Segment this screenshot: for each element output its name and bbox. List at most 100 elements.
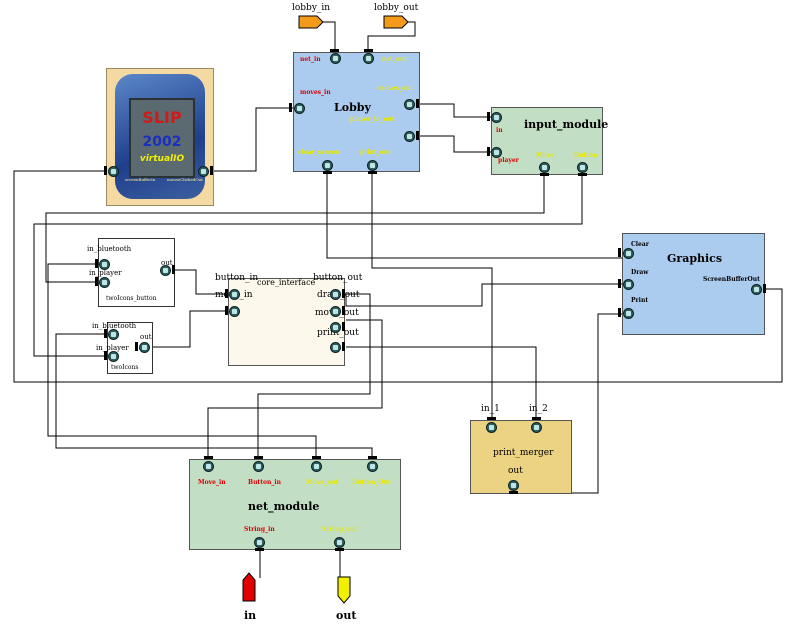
in-label: in (244, 609, 257, 622)
net-move-out-label: Move_out (306, 479, 339, 486)
input-button-label: Button (574, 152, 598, 159)
lobby-print-out-port[interactable] (367, 160, 378, 171)
wire-lobby-to-input (420, 103, 492, 118)
twoicons-title: twoIcons (111, 364, 139, 371)
port-bar (487, 112, 490, 121)
lobby-in-label: lobby_in (292, 3, 331, 13)
core-move-in-port[interactable] (229, 306, 240, 317)
twoicons-button-bluetooth-label: in_bluetooth (87, 245, 132, 253)
print-merger-out-port[interactable] (508, 480, 519, 491)
input-move-port[interactable] (539, 162, 550, 173)
graphics-title: Graphics (667, 252, 723, 265)
core-button-in-label: button_in (215, 273, 259, 283)
net-move-out-port[interactable] (311, 461, 322, 472)
twoicons-button-player-port[interactable] (99, 277, 110, 288)
net-move-in-port[interactable] (203, 461, 214, 472)
lobby-clear-screen-label: clear_screen (298, 149, 340, 156)
core-interface-block[interactable]: core_interface button_in move_in button_… (215, 273, 362, 366)
wire-core-draw-graphics (345, 283, 624, 307)
net-string-in-port[interactable] (254, 537, 265, 548)
net-button-out-port[interactable] (367, 461, 378, 472)
virtualio-brand: SLIP (142, 108, 182, 127)
lobby-net-in-port[interactable] (330, 53, 341, 64)
lobby-player-port[interactable] (404, 131, 415, 142)
port-bar (254, 456, 263, 459)
wire-lobby-print-merger (371, 170, 493, 422)
input-module-title: input_module (524, 118, 609, 131)
twoicons-bluetooth-port[interactable] (108, 329, 119, 340)
port-bar (532, 417, 541, 420)
port-bar (342, 289, 345, 298)
input-player-label: player (498, 157, 519, 164)
twoicons-player-port[interactable] (108, 351, 119, 362)
graphics-print-label: Print (631, 297, 649, 304)
out-terminal-icon[interactable] (337, 576, 351, 604)
twoicons-button-title: twoIcons_button (106, 295, 157, 302)
port-bar (416, 99, 419, 108)
graphics-screenbuffer-port[interactable] (751, 284, 762, 295)
virtualio-in-port[interactable] (108, 166, 119, 177)
wire-net-buttonout-twoicons (55, 333, 373, 459)
virtualio-year: 2002 (142, 134, 182, 150)
twoicons-button-out-port[interactable] (160, 265, 171, 276)
virtualio-name: virtualIO (139, 154, 185, 164)
twoicons-bluetooth-label: in_bluetooth (92, 322, 137, 330)
core-move-out-port[interactable] (330, 322, 341, 333)
twoicons-button-player-label: in_player (89, 269, 122, 277)
port-bar (416, 131, 419, 140)
graphics-print-port[interactable] (623, 308, 634, 319)
print-merger-in1-port[interactable] (486, 422, 497, 433)
net-button-in-port[interactable] (253, 461, 264, 472)
print-merger-in1-label: in_1 (481, 404, 500, 414)
core-button-out-port[interactable] (330, 289, 341, 300)
input-move-label: Move (536, 152, 554, 159)
port-bar (364, 49, 373, 52)
lobby-in-terminal-icon[interactable] (298, 15, 324, 29)
lobby-clear-screen-port[interactable] (322, 160, 333, 171)
port-bar (342, 342, 345, 351)
lobby-moves-in-port[interactable] (294, 103, 305, 114)
core-print-out-port[interactable] (330, 342, 341, 353)
port-bar (289, 103, 292, 112)
port-bar (312, 456, 321, 459)
virtualio-in-label: screenBufferIn (125, 177, 156, 182)
port-bar (172, 265, 175, 274)
print-merger-in2-port[interactable] (531, 422, 542, 433)
input-player-port[interactable] (491, 147, 502, 158)
lobby-moves-in-label: moves_in (300, 89, 331, 96)
net-module-title: net_module (248, 500, 320, 513)
input-in-port[interactable] (491, 112, 502, 123)
twoicons-button-block[interactable]: twoIcons_button in_bluetooth in_player o… (87, 238, 175, 307)
port-bar (255, 548, 264, 551)
wire-virtualio-to-lobby (212, 107, 293, 172)
virtualio-block[interactable]: SLIP 2002 virtualIO screenBufferIn mouse… (106, 68, 214, 206)
virtualio-out-port[interactable] (198, 166, 209, 177)
lobby-out-terminal-icon[interactable] (383, 15, 409, 29)
port-bar (323, 171, 332, 174)
core-button-in-port[interactable] (229, 289, 240, 300)
lobby-block[interactable]: Lobby net_in net_out moves_in moves_out … (293, 52, 420, 172)
print-merger-block[interactable]: print_merger in_1 in_2 out (470, 404, 572, 494)
port-bar (225, 306, 228, 315)
graphics-clear-port[interactable] (623, 248, 634, 259)
core-draw-out-port[interactable] (330, 306, 341, 317)
input-button-port[interactable] (577, 162, 588, 173)
pda-image: SLIP 2002 virtualIO (115, 74, 205, 199)
pda-screen: SLIP 2002 virtualIO (129, 98, 195, 178)
port-bar (618, 279, 621, 288)
net-string-out-port[interactable] (334, 537, 345, 548)
lobby-moves-out-port[interactable] (404, 99, 415, 110)
port-bar (135, 342, 138, 351)
net-move-in-label: Move_in (198, 479, 226, 486)
net-string-in-label: String_in (244, 526, 275, 533)
lobby-net-out-port[interactable] (363, 53, 374, 64)
lobby-print-out-label: print_out (360, 149, 391, 156)
core-interface-title: core_interface (257, 278, 316, 287)
twoicons-out-port[interactable] (139, 342, 150, 353)
graphics-block[interactable]: Graphics Clear Draw Print ScreenBufferOu… (622, 233, 765, 335)
net-module-block[interactable]: net_module Move_in Button_in Move_out Bu… (189, 459, 401, 550)
twoicons-button-bluetooth-port[interactable] (99, 259, 110, 270)
in-terminal-icon[interactable] (242, 572, 256, 602)
graphics-draw-port[interactable] (623, 279, 634, 290)
wire-graphics-virtualio (13, 170, 783, 383)
